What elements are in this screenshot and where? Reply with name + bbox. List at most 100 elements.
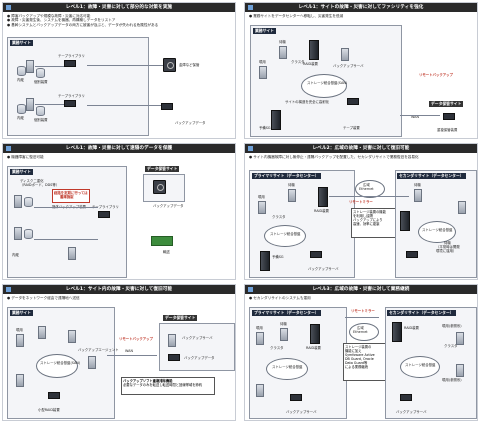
facility-label: サイトの構造を完全に高耐化 [285, 100, 330, 104]
business-site-area: 業務サイト 現用 ストレージ統合基盤(SAN) 小型RAID装置 バックアップエ… [7, 307, 119, 419]
secondary-site-tag: セカンダリサイト（データセンター） [387, 310, 456, 316]
wan-cloud [355, 180, 385, 198]
secondary-site-tag: セカンダリサイト（データセンター） [397, 173, 466, 179]
connector-line [87, 65, 163, 66]
backup-data-label: バックアップデータ [153, 204, 184, 208]
connector-line [34, 207, 98, 208]
tape-device-icon [347, 98, 359, 105]
panel-level2-wide-area: レベル2：広域の故障・災害に対して復旧可能 ● サイト内機器故障に対し無停止・遠… [244, 143, 478, 280]
panel-header: レベル1：故障・災害に対して部分的な対策を実施 [3, 3, 235, 12]
bullet: ● セカンダリサイトのシステムも運用 [249, 296, 311, 300]
san-cloud [301, 74, 347, 98]
connector-line [400, 115, 440, 116]
storage-site-area: バックアップサーバ バックアップデータ [159, 323, 235, 371]
primary-site-tag: プライマリサイト（データセンター） [252, 173, 321, 179]
standby-label: 待機 [288, 183, 295, 187]
business-site-area: 業務サイト ディスク二重化 （RAIDボード、DDS等） 内蔵 経路を定期に行っ… [7, 166, 127, 278]
storage-label: ストレージ統合基盤(SAN) [307, 81, 348, 85]
tape-device-icon [48, 392, 60, 399]
wan-label: Ethernet [359, 187, 374, 191]
device-label: 個別装置 [34, 118, 48, 122]
server-icon [14, 195, 22, 208]
tape-device-icon [400, 394, 412, 401]
san-cloud [36, 354, 78, 378]
tape-device-label: テープ装置 [343, 126, 360, 130]
server-icon [458, 201, 466, 214]
disk-icon [36, 106, 45, 116]
disk-icon [17, 104, 26, 114]
bullet-list: ● サイト内機器故障に対し無停止・遠隔バックアップを配置した、セカンダリサイトで… [249, 155, 419, 159]
current-label: 現用 [259, 60, 266, 64]
disk-dup-label: ディスク二重化 [20, 179, 44, 183]
tape-device-icon [290, 394, 302, 401]
standby2-label: 待機 [444, 241, 451, 245]
connector-line [329, 196, 409, 197]
bullet: ● 機器障害に復旧可能 [7, 155, 44, 159]
primary-site-area: プライマリサイト（データセンター） 現用 待機 クラスタ RAID装置 ストレー… [249, 307, 347, 419]
server-icon [259, 66, 267, 79]
delivery-truck-icon [151, 236, 173, 246]
secondary-site-area: セカンダリサイト（データセンター） RAID装置 ストレージ統合基盤 クラスタ … [385, 307, 477, 419]
storage-site-tag: データ保管サイト [429, 101, 464, 107]
raid-label: RAID装置 [303, 62, 318, 66]
remote-backup-label: リモートバックアップ [419, 73, 453, 77]
panel-header: レベル3：広域の故障・災害に対して業務継続 [245, 285, 477, 294]
ups-label: 予備SG [259, 126, 271, 130]
remote-backup-label: リモートバックアップ [119, 337, 153, 341]
bullet: ● 基幹システムとバックアップデータの両方に被害が及ぶと、データが失われる危険性… [7, 22, 159, 27]
connector-line [87, 105, 161, 106]
server-icon [258, 201, 266, 214]
bullet: ● 故障・災害発生後、システムを機器、再構築しデータをリストア [7, 18, 116, 23]
storage-cloud [400, 356, 440, 378]
bullet: ● 業務サイトをデータセンターへ移転し、災害発生を低減 [249, 14, 344, 18]
delivery-label: 輸送 [163, 250, 170, 254]
tape-device-icon [168, 354, 180, 361]
backup-server-label: バックアップサーバ [286, 410, 317, 414]
panel-level1-remote-data: レベル1：故障・災害に対して遠隔のデータを保護 ● 機器障害に復旧可能 業務サイ… [2, 143, 236, 280]
ups-label: 予備SG [272, 255, 284, 259]
storage-cloud [418, 221, 456, 243]
safe-label: 金庫など保管 [179, 63, 200, 67]
raid-device-icon [392, 322, 402, 342]
current-sec-label: 現用(参照系) [442, 324, 462, 328]
primary-site-tag: プライマリサイト（データセンター） [252, 310, 321, 316]
connector-line [35, 104, 64, 105]
storage-label: ストレージ統合基盤 [272, 365, 303, 369]
standby2-label: 環境に運用） [436, 249, 457, 253]
server-icon [341, 48, 349, 61]
bullet: ● サイト内機器故障に対し無停止・遠隔バックアップを配置した、セカンダリサイトで… [249, 155, 419, 159]
connector-line [34, 239, 98, 240]
tape-library-label: テープライブラリ [58, 94, 85, 98]
inner-disk-label: 内蔵 [17, 116, 24, 120]
tape-library-icon [98, 211, 110, 218]
panel-level1-partial: レベル1：故障・災害に対して部分的な対策を実施 ● 障害バックアップや規模な故障… [2, 2, 236, 139]
device-label: 個別装置 [34, 80, 48, 84]
storage-site-area [143, 174, 185, 202]
raid-device-icon [310, 324, 320, 344]
storage-site-tag: データ保管サイト [145, 166, 180, 172]
backup-server-label: バックアップサーバ [182, 336, 213, 340]
business-site-area: 業務サイト 待機 現用 クラスタ RAID装置 バックアップサーバ ストレージ統… [250, 25, 402, 137]
disk-icon [24, 197, 33, 207]
bullet-list: ● データをネットワーク経由で遠隔地へ送信 [7, 296, 80, 300]
backup-data-label: バックアップデータ [175, 121, 206, 125]
bullet: ● 障害バックアップや規模な故障・災害に対応可能 [7, 14, 91, 18]
current-label: 現用 [256, 326, 263, 330]
panel-level3-continuity: レベル3：広域の故障・災害に対して業務継続 ● セカンダリサイトのシステムも運用… [244, 284, 478, 421]
tape-library-icon [64, 60, 76, 67]
inner-label: 内蔵 [12, 253, 19, 257]
tape-device-icon [443, 113, 455, 120]
standby-label: 待機 [414, 183, 421, 187]
panel-header: レベル1：故障・災害に対して遠隔のデータを保護 [3, 144, 235, 153]
wan-label: WAN [411, 115, 420, 119]
wan-label: WAN [125, 349, 134, 353]
bullet: ● データをネットワーク経由で遠隔地へ送信 [7, 296, 80, 300]
note-title: バックアップソフト重複排除機能 [123, 379, 173, 383]
cluster-label: クラスタ [444, 344, 458, 348]
raid-label: 小型RAID装置 [38, 408, 60, 412]
connector-line [107, 355, 157, 356]
server-icon [414, 189, 422, 202]
disk-icon [17, 66, 26, 76]
tape-library-label: テープライブラリ [92, 205, 119, 209]
red-note-box [52, 189, 90, 203]
